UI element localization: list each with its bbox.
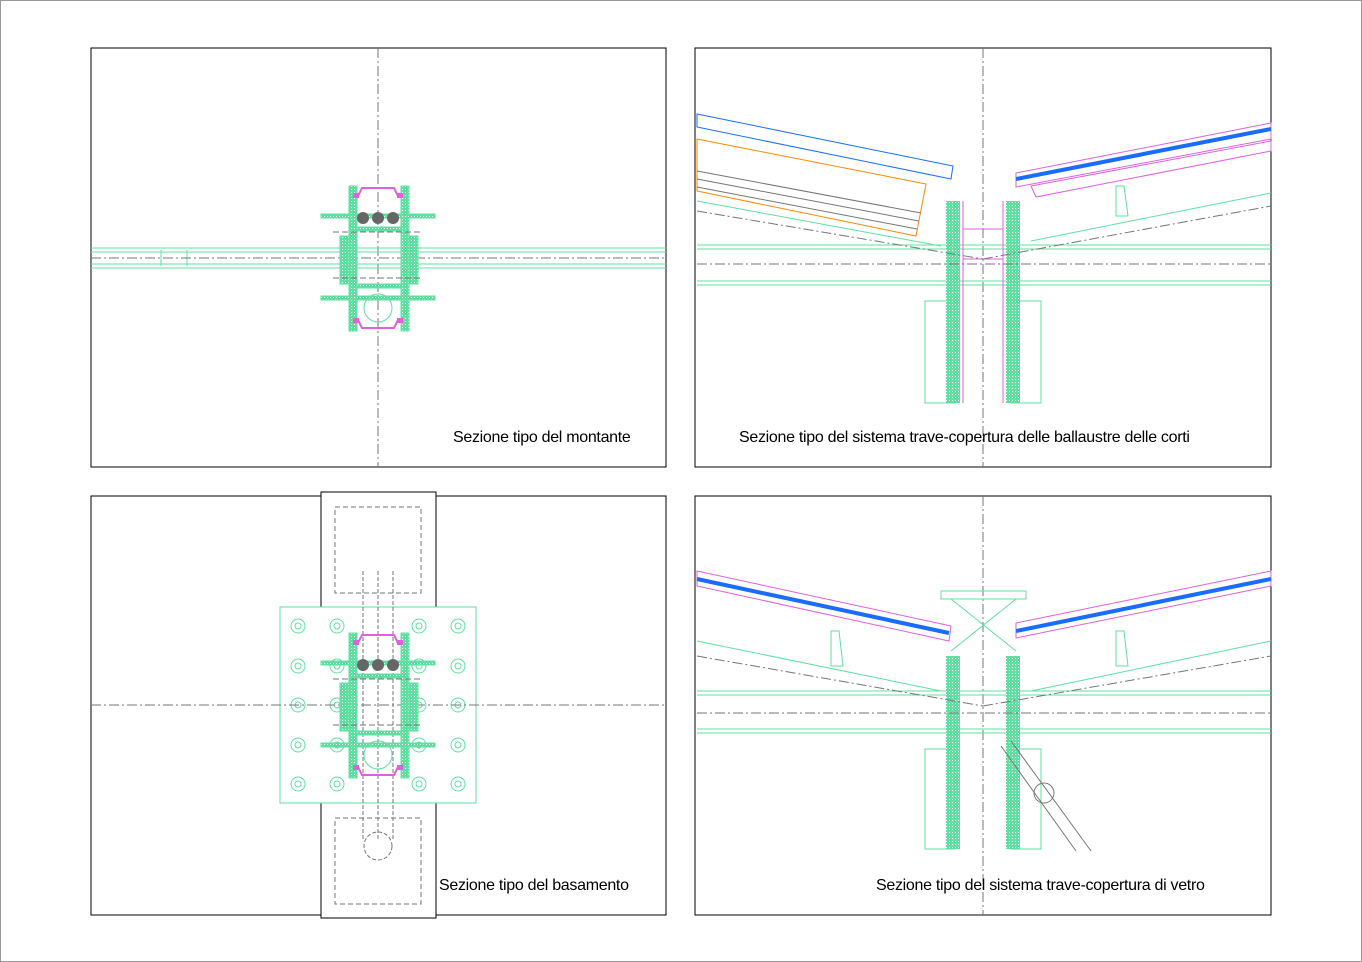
panel-basamento (90, 491, 667, 919)
caption-vetro: Sezione tipo del sistema trave-copertura… (876, 877, 1205, 894)
caption-basamento: Sezione tipo del basamento (439, 877, 629, 894)
caption-montante: Sezione tipo del montante (453, 429, 631, 446)
panel-montante (90, 47, 667, 468)
panel-ballaustre (694, 47, 1272, 468)
caption-ballaustre: Sezione tipo del sistema trave-copertura… (739, 429, 1190, 446)
panel-vetro (694, 495, 1272, 916)
